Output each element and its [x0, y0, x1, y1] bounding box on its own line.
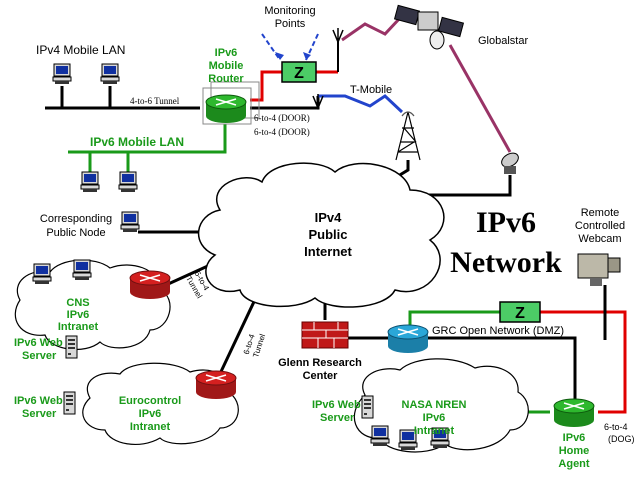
svg-text:Router: Router [208, 73, 244, 85]
eurocontrol-router [195, 370, 237, 399]
svg-text:IPv6 Web: IPv6 Web [14, 395, 63, 407]
labels: IPv4 Mobile LAN IPv6 Mobile Router Monit… [14, 5, 635, 470]
dish-to-internet-link [420, 175, 512, 197]
svg-text:Monitoring: Monitoring [264, 5, 315, 17]
satellite-icon [393, 4, 465, 50]
satellite-dish-icon [501, 152, 519, 174]
home-agent-label: IPv6 Home Agent [558, 432, 590, 470]
door-label-2: 6-to-4 (DOOR) [254, 127, 310, 137]
globalstar-label: Globalstar [478, 35, 528, 47]
page-title: IPv6 Network [450, 206, 562, 279]
monitoring-arrows [261, 33, 319, 61]
ipv6-lan-bus [68, 124, 227, 154]
t-mobile-label: T-Mobile [350, 84, 392, 96]
monitoring-points-label: Monitoring Points [264, 5, 315, 30]
antenna-icon [312, 28, 344, 110]
webcam-icon [577, 253, 621, 286]
svg-text:Server: Server [320, 412, 355, 424]
svg-text:NASA NREN: NASA NREN [402, 399, 467, 411]
dog-label: 6-to-4 (DOG) [604, 422, 635, 444]
svg-text:Public Node: Public Node [46, 227, 105, 239]
svg-text:Glenn Research: Glenn Research [278, 357, 362, 369]
cns-web-server-label: IPv6 Web Server [14, 337, 63, 362]
ipv6-mobile-router [202, 81, 260, 125]
svg-text:Mobile: Mobile [209, 60, 244, 72]
svg-text:(DOG): (DOG) [608, 434, 635, 444]
svg-text:IPv6: IPv6 [139, 408, 162, 420]
cns-router [129, 270, 171, 299]
svg-text:Server: Server [22, 350, 57, 362]
svg-text:Agent: Agent [558, 458, 590, 470]
nasa-web-server-label: IPv6 Web Server [312, 399, 361, 424]
grc-open-network-label: GRC Open Network (DMZ) [432, 325, 564, 337]
nasa-intranet-label: NASA NREN IPv6 Intranet [402, 399, 467, 437]
svg-text:Internet: Internet [304, 244, 352, 259]
grc-dmz-router [387, 324, 429, 353]
svg-text:Z: Z [515, 305, 525, 322]
ipv4-mobile-lan-label: IPv4 Mobile LAN [36, 43, 125, 57]
svg-text:IPv4: IPv4 [315, 210, 343, 225]
globalstar-downlink [448, 44, 512, 153]
svg-text:Webcam: Webcam [578, 233, 621, 245]
svg-text:IPv6: IPv6 [423, 412, 446, 424]
grc-modem-icon: Z [499, 301, 541, 323]
svg-text:Public: Public [308, 227, 347, 242]
links [45, 16, 627, 431]
euro-web-server-label: IPv6 Web Server [14, 395, 63, 420]
svg-text:IPv6: IPv6 [67, 309, 90, 321]
svg-text:IPv6: IPv6 [215, 47, 238, 59]
svg-text:IPv6: IPv6 [563, 432, 586, 444]
tmobile-wireless-link [318, 94, 404, 114]
router-to-modem-link [250, 70, 282, 102]
svg-text:IPv6: IPv6 [476, 206, 536, 239]
ipv6-mobile-router-label: IPv6 Mobile Router [208, 47, 244, 85]
webcam-red-link [540, 310, 627, 414]
internet-cloud [198, 162, 445, 308]
ipv6-mobile-lan-label: IPv6 Mobile LAN [90, 135, 184, 149]
svg-text:Controlled: Controlled [575, 220, 625, 232]
dmz-modem-link [408, 310, 500, 328]
svg-text:Intranet: Intranet [58, 321, 99, 333]
svg-text:Corresponding: Corresponding [40, 213, 112, 225]
euro-tunnel-label: 6-to-4 Tunnel [242, 332, 268, 358]
svg-text:Eurocontrol: Eurocontrol [119, 395, 181, 407]
svg-text:Z: Z [294, 65, 304, 82]
svg-text:Intranet: Intranet [130, 421, 171, 433]
svg-text:IPv6 Web: IPv6 Web [312, 399, 361, 411]
svg-text:Home: Home [559, 445, 590, 457]
dmz-to-home-agent-link [425, 336, 577, 402]
remote-webcam-label: Remote Controlled Webcam [575, 207, 625, 245]
svg-text:Remote: Remote [581, 207, 620, 219]
svg-text:IPv6 Web: IPv6 Web [14, 337, 63, 349]
internet-label: IPv4 Public Internet [304, 210, 352, 259]
svg-text:6-to-4: 6-to-4 [604, 422, 628, 432]
grc-label: Glenn Research Center [278, 357, 362, 382]
eurocontrol-intranet-label: Eurocontrol IPv6 Intranet [119, 395, 181, 433]
svg-text:Server: Server [22, 408, 57, 420]
svg-text:CNS: CNS [66, 297, 89, 309]
globalstar-uplink [341, 16, 402, 42]
mobile-modem-icon: Z [281, 61, 317, 83]
svg-text:Points: Points [275, 18, 306, 30]
svg-text:Network: Network [450, 246, 562, 279]
home-agent-router [553, 398, 595, 427]
door-label-1: 6-to-4 (DOOR) [254, 113, 310, 123]
cns-intranet-label: CNS IPv6 Intranet [58, 297, 99, 333]
grc-firewall-icon [301, 321, 349, 349]
tunnel-4to6-label: 4-to-6 Tunnel [130, 96, 180, 106]
corresponding-node-label: Corresponding Public Node [40, 213, 112, 239]
cell-tower-icon [395, 111, 421, 161]
svg-text:Intranet: Intranet [414, 425, 455, 437]
svg-text:Center: Center [303, 370, 339, 382]
router-to-tmobile-link [250, 96, 320, 110]
